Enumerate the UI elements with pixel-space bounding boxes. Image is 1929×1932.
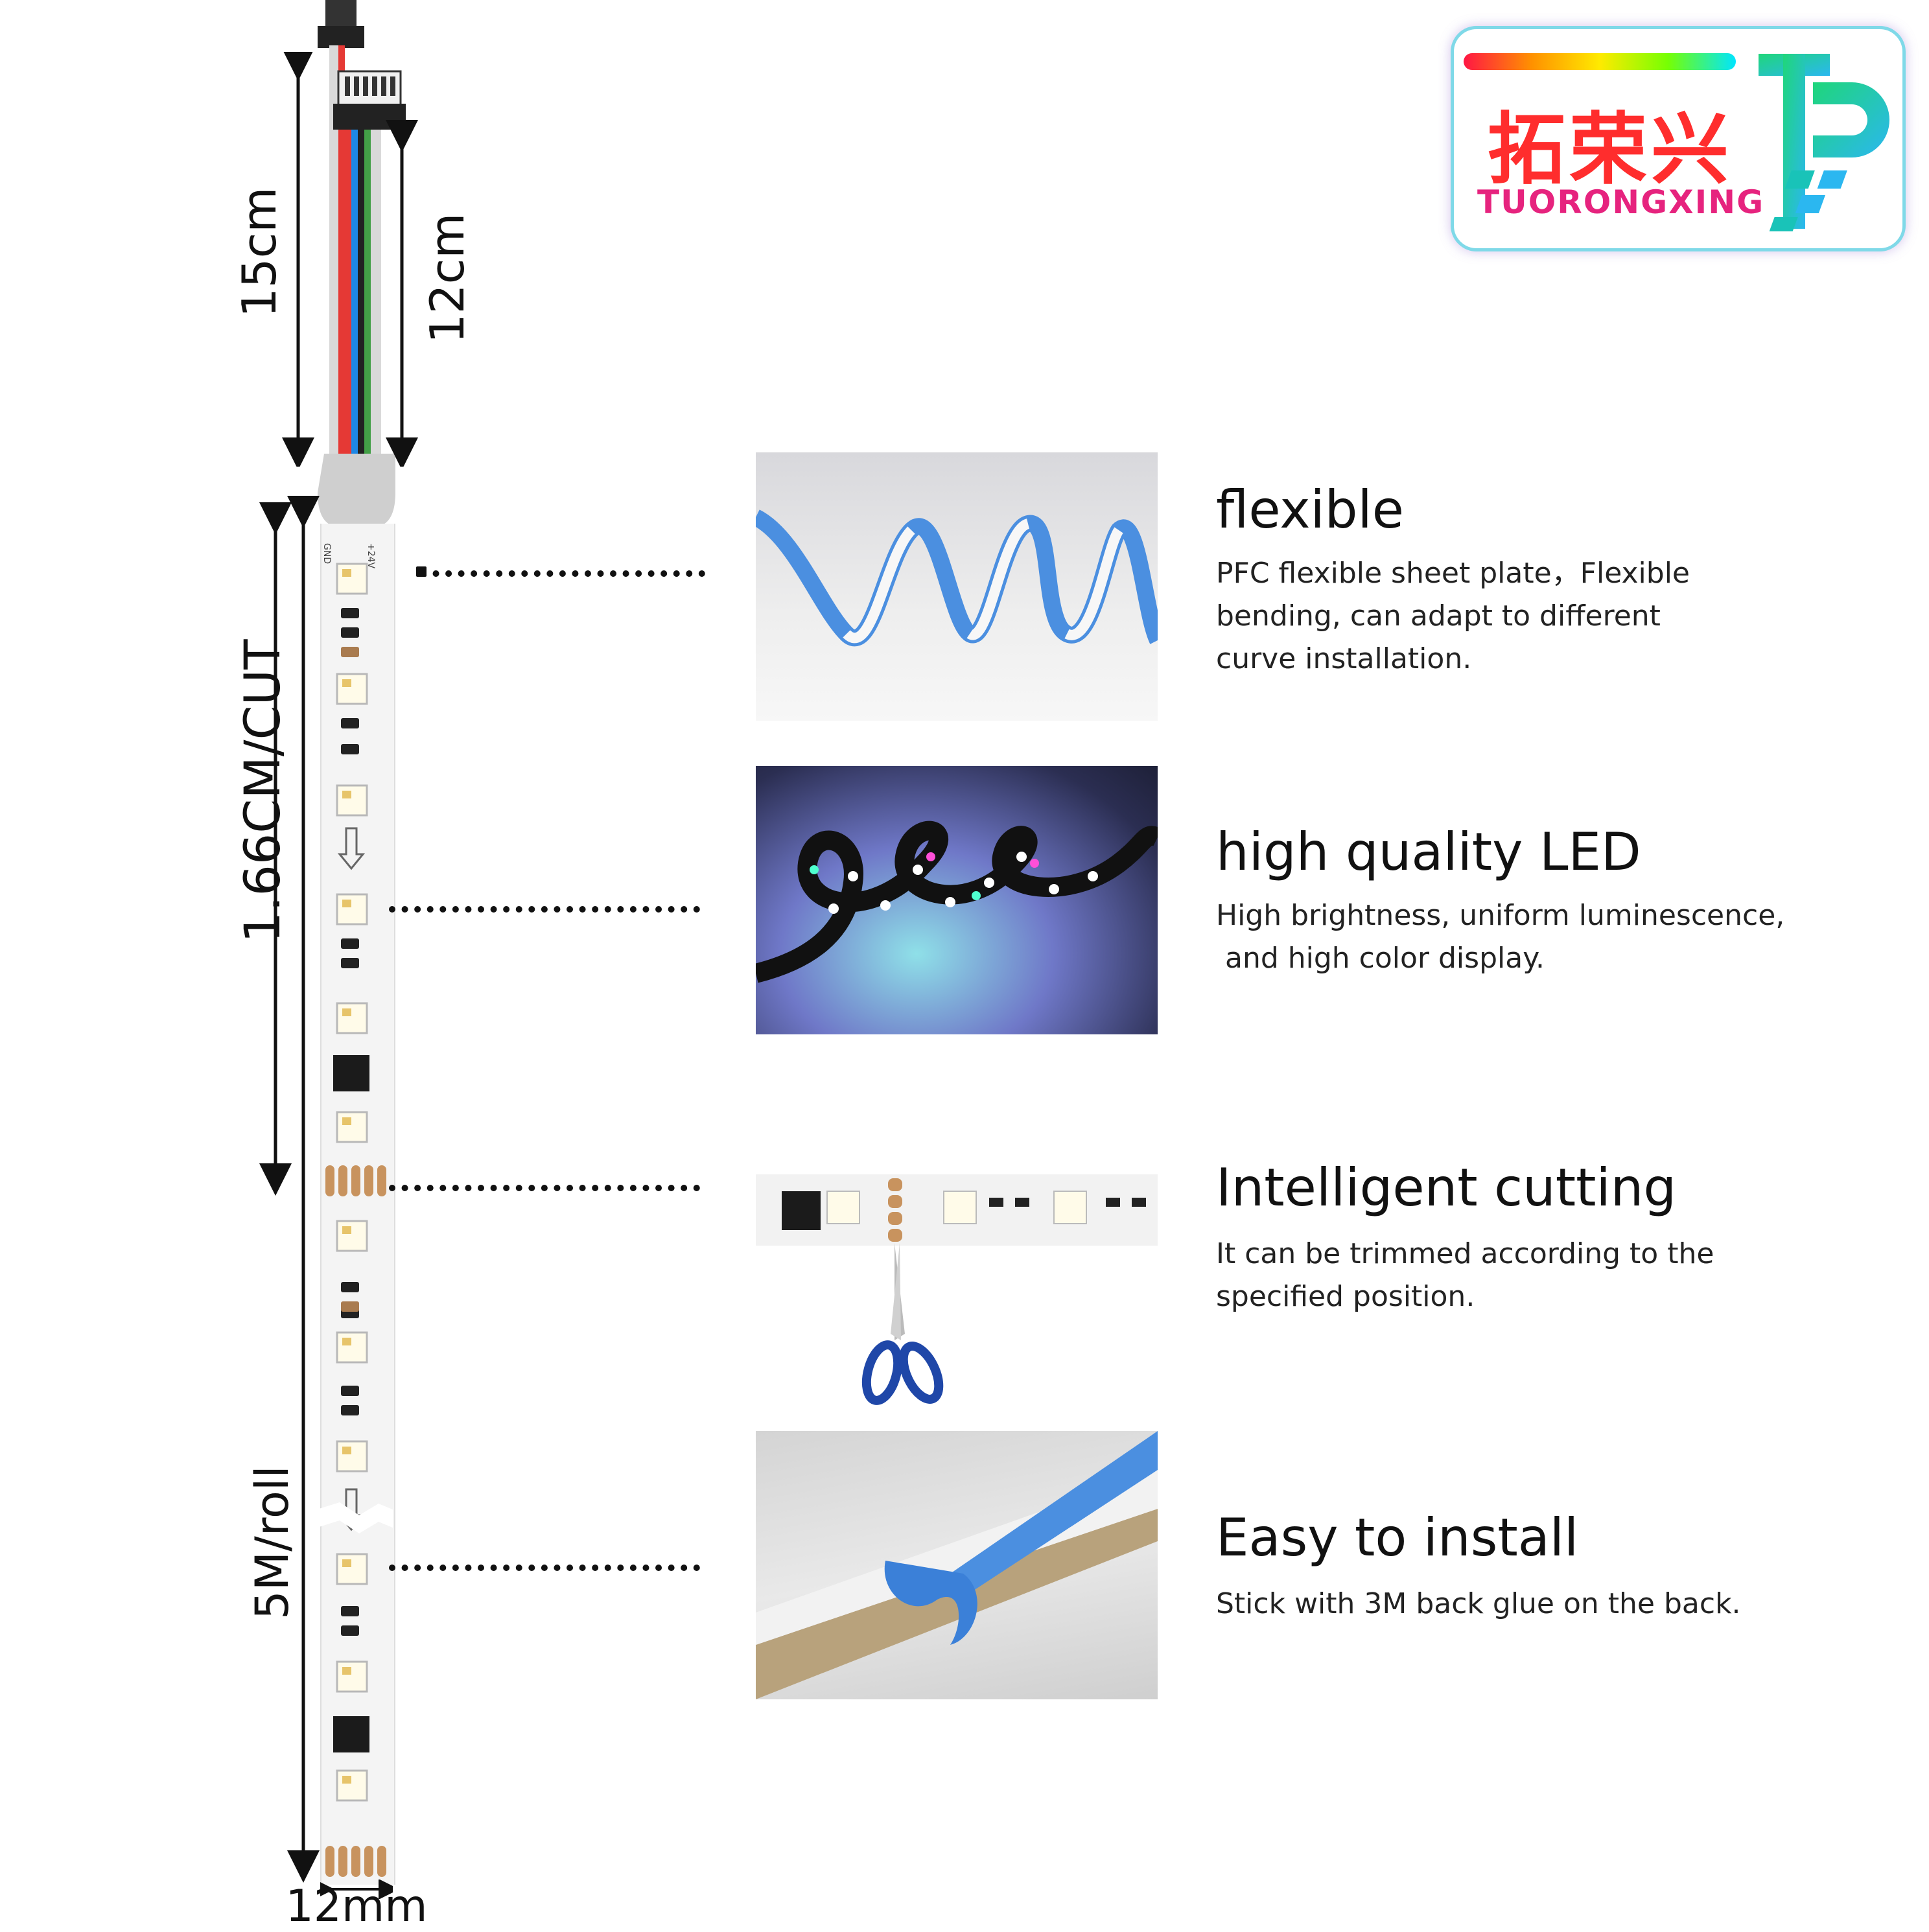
feature-desc-line: bending, can adapt to different [1216,599,1661,633]
pointer-line-led [389,906,700,913]
logo-rainbow-swoosh [1464,53,1736,70]
feature-desc-line: curve installation. [1216,642,1472,675]
strip-width-label: 12mm [285,1881,428,1932]
scissors-cutting-photo [756,1172,1158,1440]
cut-length-label: 1.66CM/CUT [233,639,291,943]
feature-title-cutting: Intelligent cutting [1216,1158,1677,1218]
feature-desc-led: High brightness, uniform luminescence, a… [1216,894,1864,980]
pointer-line-install [389,1565,700,1571]
feature-title-flexible: flexible [1216,480,1404,540]
feature-desc-line: specified position. [1216,1280,1475,1313]
pointer-line-cutting [389,1185,700,1191]
feature-desc-line: PFC flexible sheet plate，Flexible [1216,557,1690,590]
pointer-dot-flexible [416,566,427,577]
feature-desc-line: It can be trimmed according to the [1216,1237,1714,1270]
feature-desc-flexible: PFC flexible sheet plate，Flexible bendin… [1216,552,1864,681]
feature-desc-line: and high color display. [1216,942,1545,975]
feature-desc-line: Stick with 3M back glue on the back. [1216,1587,1741,1620]
brand-name-en: TUORONGXING [1477,183,1765,221]
adhesive-backing-photo [756,1431,1158,1699]
feature-desc-cutting: It can be trimmed according to the speci… [1216,1233,1864,1318]
glowing-rgb-strip-photo [756,766,1158,1034]
strip-length-arrows [259,496,320,1883]
connector-wires-illustration [318,0,406,525]
pointer-line-flexible [420,570,705,577]
flexible-strip-photo [756,452,1158,721]
led-strip-components [320,563,393,1877]
feature-desc-install: Stick with 3M back glue on the back. [1216,1583,1864,1625]
feature-title-led: high quality LED [1216,822,1641,882]
wire-short-label: 12cm [420,213,474,343]
brand-name-cn: 拓荣兴 [1488,105,1733,195]
feature-desc-line: High brightness, uniform luminescence, [1216,899,1785,932]
strip-width-arrow [320,1880,393,1899]
strip-pcb-label-24v: +24V [366,543,376,569]
tr-logo-icon [1759,54,1889,231]
wire-length-arrows [282,52,418,467]
feature-title-install: Easy to install [1216,1507,1579,1568]
wire-long-label: 15cm [232,187,286,318]
roll-length-label: 5M/roll [246,1465,299,1620]
